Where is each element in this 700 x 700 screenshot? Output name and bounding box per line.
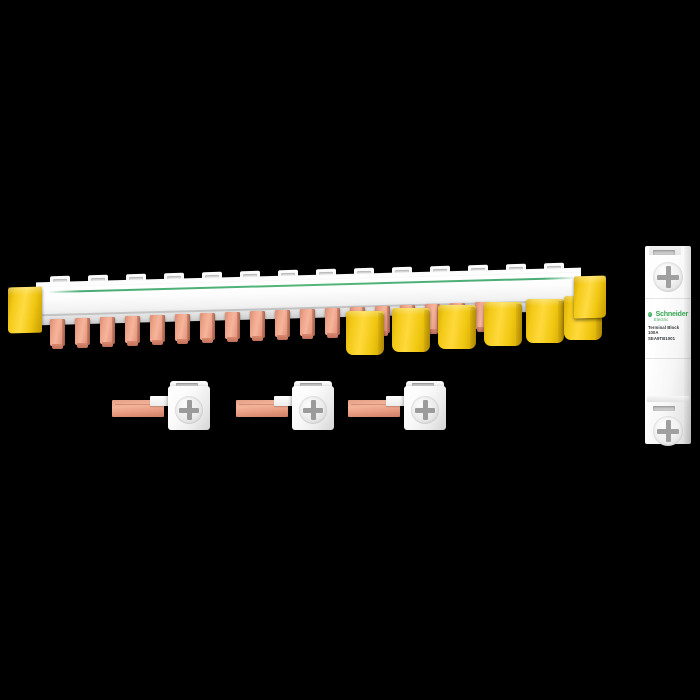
connector-slide-plate [274, 396, 308, 406]
busbar-copper-pin [50, 319, 65, 349]
busbar-yellow-cap [484, 302, 522, 347]
busbar-end-cap-right [574, 275, 606, 319]
busbar-copper-pin [75, 318, 90, 348]
busbar-copper-pin [175, 314, 190, 344]
connector-wire-slot [412, 383, 434, 387]
connector-screw-icon [299, 396, 327, 424]
schneider-logo-icon [648, 312, 653, 317]
busbar-yellow-cap [526, 299, 564, 344]
module-lower-lip [647, 396, 689, 402]
connector-slide-plate [386, 396, 420, 406]
busbar-copper-pin [300, 309, 315, 339]
brand-name: Schneider [655, 309, 688, 318]
module-rating: 100A [648, 330, 659, 336]
connector-screw-icon [411, 396, 439, 424]
busbar-copper-pin [150, 315, 165, 345]
terminal-connector [348, 378, 448, 438]
busbar-yellow-cap [346, 311, 384, 356]
busbar-yellow-cap [438, 305, 476, 350]
busbar-copper-pin [225, 312, 240, 342]
module-right-edge-shading [684, 246, 691, 444]
module-product-name: Terminal Block [648, 325, 680, 330]
busbar-copper-pin [250, 311, 265, 341]
brand-logo: Schneider [648, 310, 688, 318]
module-bottom-wire-slot [653, 406, 675, 411]
module-top-wire-slot [653, 250, 675, 255]
busbar-end-cap-left [8, 286, 42, 334]
terminal-connector [236, 378, 336, 438]
busbar-copper-pin [275, 310, 290, 340]
terminal-connector [112, 378, 212, 438]
brand-subname: Electric [654, 317, 669, 322]
connector-slide-plate [150, 396, 184, 406]
module-label: Schneider Electric Terminal Block 100A S… [648, 310, 688, 348]
connector-wire-slot [300, 383, 322, 387]
module-bottom-screw-icon [653, 416, 683, 446]
module-seam [645, 358, 691, 359]
module-seam [645, 298, 691, 299]
busbar-comb [8, 262, 608, 367]
connector-screw-icon [175, 396, 203, 424]
din-rail-terminal-block-module: Schneider Electric Terminal Block 100A S… [645, 246, 691, 446]
busbar-copper-pin [100, 317, 115, 347]
module-reference: SEA9TB1001 [648, 335, 676, 341]
busbar-copper-pin [125, 316, 140, 346]
connector-wire-slot [176, 383, 198, 387]
busbar-yellow-cap [392, 308, 430, 353]
module-top-screw-icon [653, 262, 683, 292]
busbar-copper-pin [325, 308, 340, 338]
busbar-copper-pin [200, 313, 215, 343]
